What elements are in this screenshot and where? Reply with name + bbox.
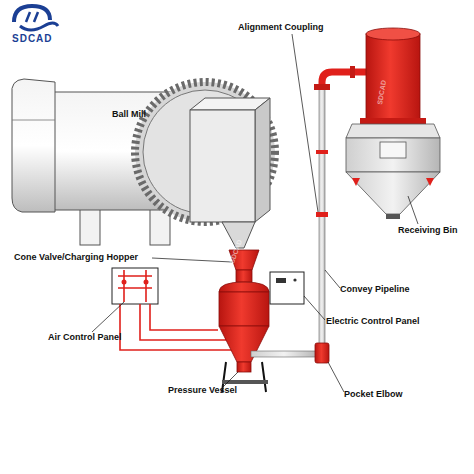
bin-cone [346,172,440,214]
alignment-coupling [316,212,328,217]
hood-line [12,120,55,121]
part-label: Pocket Elbow [344,390,403,399]
air-control-panel [112,268,232,350]
vibrator-mark [352,178,360,186]
part-label: Cone Valve/Charging Hopper [14,253,138,262]
girth-gear [135,82,275,222]
gauge [144,280,149,285]
filter-housing [366,34,420,120]
air-panel-frame [112,268,158,304]
pressure-vessel [219,250,269,392]
part-label: Receiving Bin [398,226,458,235]
elbow-flange [314,84,330,90]
panel-button [293,278,296,281]
leader-line [325,270,340,288]
panel-box [270,272,304,304]
inspection-door [380,142,406,158]
filter-top [366,28,420,40]
logo-swirl [14,6,50,22]
vessel-base [222,380,268,384]
leader-line [92,302,124,332]
leader-line [408,196,418,224]
air-panel-piping [118,270,152,302]
horizontal-pipe [251,351,317,357]
leader-line [152,258,232,262]
gauge [122,280,127,285]
logo-mark [14,6,58,30]
cone-valve [236,270,252,282]
vessel-shell [219,292,269,326]
leader-line [328,362,344,392]
mill-inlet-hood [12,79,55,212]
discharge-valve [237,362,251,372]
leader-lines [92,34,418,392]
bin-flange [360,118,426,124]
part-label: Alignment Coupling [238,23,324,32]
air-lines [120,304,232,350]
ball-mill [12,79,275,248]
part-label: Pressure Vessel [168,386,237,395]
bin-inlet [355,69,366,76]
panel-display [276,278,286,283]
logo-text: SDCAD [12,34,53,44]
leader-line [292,34,318,212]
bin-outlet [386,214,400,219]
pipe-coupling [316,150,328,154]
logo-strokes [26,12,38,22]
logo-wave [20,23,58,30]
part-label: Convey Pipeline [340,285,410,294]
part-label: Ball Mill [112,110,146,119]
bin-top-plate [346,124,440,138]
leader-line [304,296,325,320]
part-label: Electric Control Panel [326,317,420,326]
part-label: Air Control Panel [48,333,122,342]
pocket-elbow [315,343,329,363]
bin-body [346,138,440,172]
electric-control-panel [270,272,304,304]
inlet-flange [350,66,355,78]
receiving-bin [346,28,440,219]
vibrator-mark [426,178,434,186]
vessel-dome [219,282,269,292]
gearbox-side [255,98,270,222]
gearbox-front [190,110,255,222]
